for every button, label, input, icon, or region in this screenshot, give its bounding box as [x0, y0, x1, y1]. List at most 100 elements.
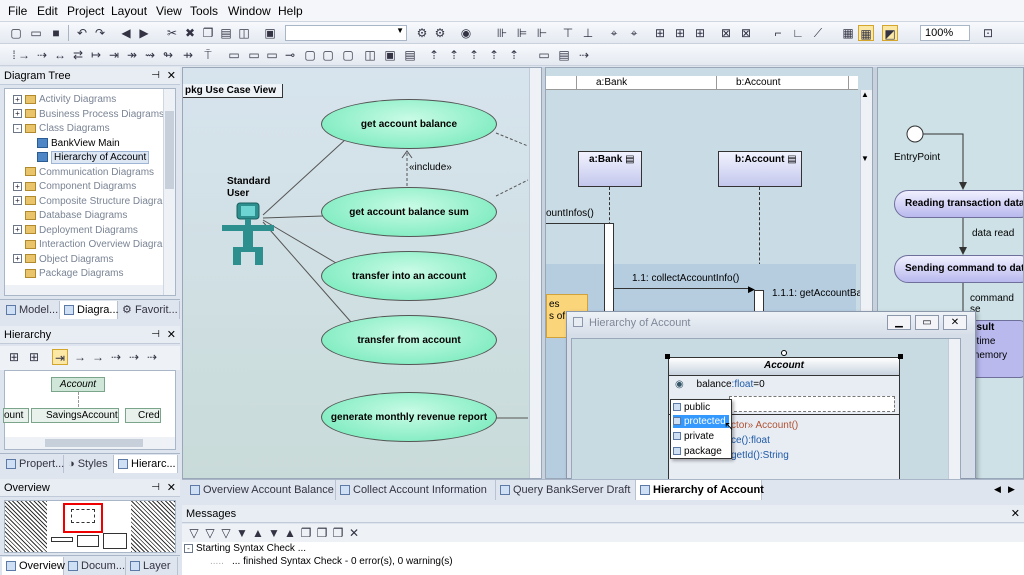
tree-item[interactable]: +Activity Diagrams — [13, 93, 116, 107]
tab-favorites[interactable]: ⚙ Favorit... — [118, 301, 180, 319]
action-node[interactable]: Reading transaction data — [894, 190, 1024, 218]
tree-item[interactable]: Communication Diagrams — [13, 166, 154, 180]
overview-viewport[interactable] — [63, 503, 103, 533]
align-icon[interactable]: ⊩ — [534, 25, 550, 41]
layout-icon[interactable]: ⊠ — [738, 25, 754, 41]
line-icon[interactable]: ∟ — [790, 25, 806, 41]
new-icon[interactable]: ▢ — [8, 25, 24, 41]
zoom-combo[interactable]: 100% — [920, 25, 970, 41]
element-icon[interactable]: ◫ — [362, 47, 378, 63]
use-case[interactable]: transfer into an account — [321, 251, 497, 301]
expand-icon[interactable]: + — [13, 254, 22, 263]
tree-item[interactable]: Interaction Overview Diagrar — [13, 238, 166, 252]
association-icon[interactable]: ↠ — [124, 47, 140, 63]
generalization-icon[interactable]: ⇡ — [446, 47, 462, 63]
layout-icon[interactable]: ⊞ — [652, 25, 668, 41]
back-icon[interactable]: ◀ — [118, 25, 134, 41]
expand-icon[interactable]: + — [13, 109, 22, 118]
operation-row[interactable]: ctor» Account() — [731, 420, 798, 431]
tab-model[interactable]: Model... — [2, 301, 60, 319]
close-icon[interactable]: ✕ — [167, 326, 176, 344]
arrow-icon[interactable]: ⇢ — [126, 349, 142, 365]
align-icon[interactable]: ⊪ — [494, 25, 510, 41]
use-case[interactable]: generate monthly revenue report — [321, 392, 497, 442]
arrow-icon[interactable]: → — [72, 349, 88, 365]
align-icon[interactable]: ⊫ — [514, 25, 530, 41]
hierarchy-hscrollbar[interactable] — [5, 437, 175, 449]
scrollbar-thumb[interactable] — [45, 439, 143, 447]
filter-icon[interactable]: ▽ — [202, 525, 218, 541]
note-link-icon[interactable]: ⇢ — [576, 47, 592, 63]
element-icon[interactable]: ▢ — [340, 47, 356, 63]
filter-icon[interactable]: ▽ — [218, 525, 234, 541]
association-icon[interactable]: → — [16, 47, 32, 63]
next-icon[interactable]: ▼ — [234, 525, 250, 541]
scroll-up-icon[interactable]: ▲ — [861, 90, 869, 99]
globe-icon[interactable]: ◉ — [458, 25, 474, 41]
scroll-down-icon[interactable]: ▼ — [861, 154, 869, 163]
find-icon[interactable]: ◫ — [236, 25, 252, 41]
use-case[interactable]: get account balance sum — [321, 187, 497, 237]
tab-styles[interactable]: ◑ Styles — [64, 455, 114, 473]
package-icon[interactable]: ▭ — [264, 47, 280, 63]
generalization-icon[interactable]: ⇥ — [52, 349, 68, 365]
visibility-option-private[interactable]: private — [673, 430, 729, 443]
visibility-dropdown[interactable]: public protected private package — [670, 399, 732, 459]
align-icon[interactable]: ⊥ — [580, 25, 596, 41]
resize-handle[interactable] — [781, 350, 787, 356]
tab-layer[interactable]: Layer — [126, 557, 178, 575]
element-icon[interactable]: ▣ — [382, 47, 398, 63]
hierarchy-child-node[interactable]: Cred — [125, 408, 161, 423]
new-attribute-input[interactable] — [729, 396, 895, 412]
tab-properties[interactable]: Propert... — [2, 455, 64, 473]
pin-icon[interactable]: ⊣ — [151, 479, 160, 497]
overview-icon[interactable]: ◩ — [882, 25, 898, 41]
note-icon[interactable]: ▤ — [556, 47, 572, 63]
doc-tab-query-bankserver-draft[interactable]: Query BankServer Draft — [496, 480, 636, 500]
tree-item[interactable]: +Component Diagrams — [13, 180, 136, 194]
hierarchy-child-node[interactable]: SavingsAccount — [31, 408, 119, 423]
layout-icon[interactable]: ⊞ — [692, 25, 708, 41]
expand-icon[interactable]: + — [13, 225, 22, 234]
hierarchy-icon[interactable]: ⊞ — [26, 349, 42, 365]
tree-item[interactable]: Hierarchy of Account — [37, 151, 149, 165]
layout-icon[interactable]: ⊠ — [718, 25, 734, 41]
operation-row[interactable]: ce():float — [731, 435, 770, 446]
menu-view[interactable]: View — [156, 4, 182, 18]
tree-item[interactable]: +Business Process Diagrams — [13, 108, 164, 122]
menu-layout[interactable]: Layout — [111, 4, 147, 18]
menu-project[interactable]: Project — [67, 4, 104, 18]
package-icon[interactable]: ▭ — [246, 47, 262, 63]
tree-item[interactable]: Package Diagrams — [13, 267, 123, 281]
operation-row[interactable]: getId():String — [731, 450, 789, 461]
lifeline-box[interactable]: a:Bank ▤ — [578, 151, 642, 187]
element-icon[interactable]: ▢ — [320, 47, 336, 63]
forward-icon[interactable]: ▶ — [136, 25, 152, 41]
tree-item[interactable]: -Class Diagrams — [13, 122, 110, 136]
tab-scroll-right-icon[interactable]: ▶ — [1008, 484, 1015, 495]
expand-icon[interactable]: + — [13, 196, 22, 205]
print-icon[interactable]: ▣ — [262, 25, 278, 41]
arrow-icon[interactable]: ⇢ — [144, 349, 160, 365]
expand-icon[interactable]: + — [13, 182, 22, 191]
association-icon[interactable]: ⇸ — [180, 47, 196, 63]
minimize-button[interactable]: ▁ — [887, 315, 911, 330]
menu-tools[interactable]: Tools — [190, 4, 218, 18]
doc-tab-collect-account-information[interactable]: Collect Account Information — [336, 480, 496, 500]
cut-icon[interactable]: ✂ — [164, 25, 180, 41]
association-icon[interactable]: ↬ — [160, 47, 176, 63]
actor-icon[interactable] — [219, 202, 279, 266]
tab-scroll-left-icon[interactable]: ◀ — [994, 484, 1001, 495]
doc-tab-hierarchy-of-account[interactable]: Hierarchy of Account — [636, 480, 762, 500]
close-icon[interactable]: ✕ — [167, 67, 176, 85]
close-icon[interactable]: ✕ — [1011, 505, 1020, 523]
tab-hierarchy[interactable]: Hierarc... — [114, 455, 178, 473]
interface-icon[interactable]: ⊸ — [282, 47, 298, 63]
use-case[interactable]: transfer from account — [321, 315, 497, 365]
pin-icon[interactable]: ⊣ — [151, 67, 160, 85]
tab-documentation[interactable]: Docum... — [64, 557, 126, 575]
prev-icon[interactable]: ▲ — [250, 525, 266, 541]
visibility-option-public[interactable]: public — [673, 401, 729, 414]
expand-icon[interactable]: + — [13, 95, 22, 104]
tree-item[interactable]: +Composite Structure Diagram — [13, 195, 171, 209]
